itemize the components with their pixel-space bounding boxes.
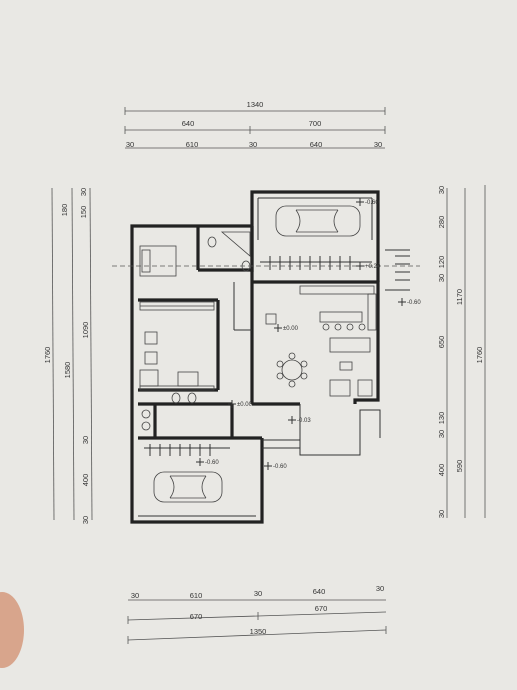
level-marker-garage-bottom-right: -0.60 [264,462,287,470]
dim-right-mid-b: 130 [437,412,446,425]
level-garage-bottom-right: -0.60 [273,464,287,470]
level-garage-top: -0.60 [365,200,379,206]
kitchen-living-furniture [265,285,377,397]
bottom-dimension-chain: 30 610 30 640 30 670 670 1350 [127,584,387,644]
left-dimension-chain: 1760 1580 180 150 30 1090 30 400 30 [43,188,93,524]
level-marker-living: ±0.00 [274,324,299,332]
dim-right-main: 1170 [455,289,464,305]
dim-bottom-left: 670 [190,612,203,621]
dim-left-main: 1580 [63,362,72,379]
dim-right-top-c: 30 [437,274,446,282]
level-markers: -0.60 +0.20 -0.60 ±0.00 ±0.00 -0.03 -0.6… [196,198,421,470]
dim-left-mid: 1090 [81,322,90,339]
level-marker-hall: ±0.00 [228,400,253,408]
building-walls [130,190,381,524]
dim-bottom-wall-b: 30 [254,589,262,598]
dim-right-top-b: 120 [437,256,446,269]
dim-top-total: 1340 [247,100,264,109]
dim-top-left: 640 [182,119,195,128]
wardrobes [139,301,215,391]
dim-left-top-a: 180 [60,204,69,217]
dim-bottom-wall-a: 30 [131,591,139,600]
dim-top-wall-c: 30 [374,140,382,149]
dim-bottom-span-a: 610 [190,591,203,600]
stairs [144,249,410,456]
level-marker-garage-bottom: -0.60 [196,458,219,466]
dim-right-low-b: 590 [455,460,464,473]
car-bottom [153,471,223,503]
dim-left-bottom-wall: 30 [81,516,90,524]
level-stair-top: +0.20 [365,264,381,270]
level-living: ±0.00 [283,326,299,332]
dim-bottom-total: 1350 [250,627,267,636]
dim-right-low-a: 400 [437,464,446,477]
dim-right-top-a: 280 [437,216,446,229]
dim-left-top-b: 150 [79,206,88,219]
dim-top-span-b: 640 [310,140,323,149]
level-entry: -0.03 [297,418,311,424]
finger-shadow [0,592,24,668]
dim-bottom-right: 670 [315,604,328,613]
dim-left-low-wall: 30 [81,436,90,444]
dim-left-total: 1760 [43,347,52,364]
dim-right-bottom-wall: 30 [437,510,446,518]
dim-top-wall-b: 30 [249,140,257,149]
top-dimension-chain: 1340 640 700 30 610 30 640 30 [124,100,386,149]
right-dimension-chain: 30 280 120 30 650 130 30 400 590 30 1170… [437,185,486,518]
car-top [275,205,361,237]
bathroom-fixtures [141,231,251,431]
dim-top-wall-a: 30 [126,140,134,149]
dim-right-total: 1760 [475,347,484,364]
level-hall: ±0.00 [237,402,253,408]
dim-right-mid: 650 [437,336,446,349]
dim-bottom-span-b: 640 [313,587,326,596]
dim-bottom-wall-c: 30 [376,584,384,593]
level-garage-bottom: -0.60 [205,460,219,466]
level-marker-garage-top: -0.60 [356,198,379,206]
level-marker-entry: -0.03 [288,416,311,424]
dim-top-span-a: 610 [186,140,199,149]
level-marker-stair-top: +0.20 [356,262,381,270]
dim-left-top-c: 30 [79,188,88,196]
dim-right-mid-c: 30 [437,430,446,438]
level-terrace-right: -0.60 [407,300,421,306]
bedroom-furniture [139,245,199,387]
dim-left-low-span: 400 [81,474,90,487]
level-marker-terrace-right: -0.60 [398,298,421,306]
dim-right-top-wall: 30 [437,186,446,194]
dim-top-right: 700 [309,119,322,128]
